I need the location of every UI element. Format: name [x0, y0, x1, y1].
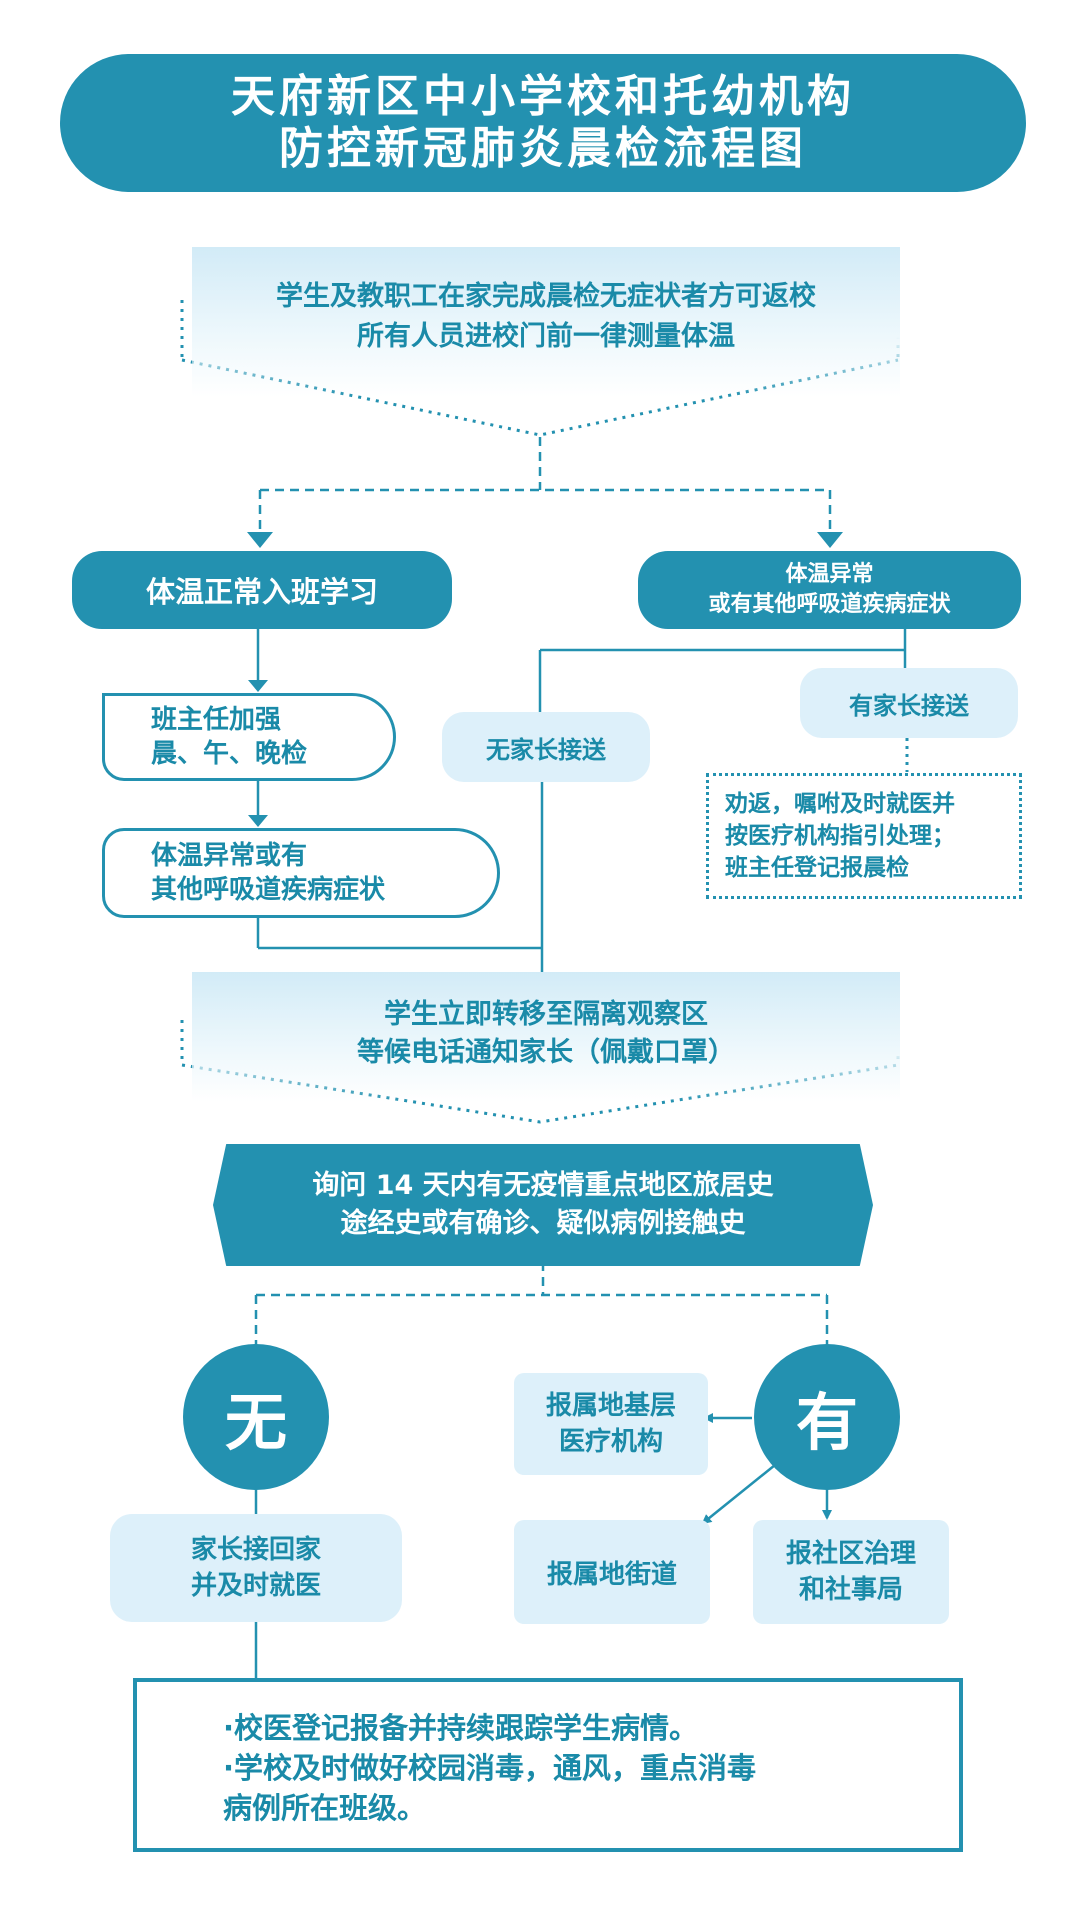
abnormal-line2: 或有其他呼吸道疾病症状 [708, 592, 951, 617]
isolation-line2: 等候电话通知家长（佩戴口罩） [357, 1037, 735, 1068]
report-street-label: 报属地街道 [546, 1559, 677, 1590]
entry-check-line2: 所有人员进校门前一律测量体温 [357, 321, 735, 352]
entry-check-box: 学生及教职工在家完成晨检无症状者方可返校 所有人员进校门前一律测量体温 [192, 247, 900, 397]
title-banner: 天府新区中小学校和托幼机构 防控新冠肺炎晨检流程图 [60, 54, 1026, 192]
has-parent-node: 有家长接送 [800, 668, 1018, 738]
no-history-circle: 无 [183, 1344, 329, 1490]
inquiry-line2: 途经史或有确诊、疑似病例接触史 [340, 1208, 746, 1239]
inquiry-line1: 询问 14 天内有无疫情重点地区旅居史 [312, 1170, 774, 1201]
final-actions-box: ·校医登记报备并持续跟踪学生病情。 ·学校及时做好校园消毒，通风，重点消毒 病例… [133, 1678, 963, 1852]
report-medical-line1: 报属地基层 [545, 1391, 676, 1421]
report-community-node: 报社区治理 和社事局 [753, 1520, 949, 1624]
abnormal-line1: 体温异常 [785, 562, 874, 587]
isolation-box: 学生立即转移至隔离观察区 等候电话通知家长（佩戴口罩） [192, 972, 900, 1102]
has-parent-label: 有家长接送 [849, 691, 969, 720]
has-history-label: 有 [795, 1386, 858, 1459]
advise-return-box: 劝返，嘱咐及时就医并 按医疗机构指引处理； 班主任登记报晨检 [706, 773, 1022, 899]
has-history-circle: 有 [754, 1344, 900, 1490]
final-line3: 病例所在班级。 [223, 1791, 427, 1825]
isolation-line1: 学生立即转移至隔离观察区 [384, 999, 708, 1030]
class-abnormal-node: 体温异常或有 其他呼吸道疾病症状 [102, 828, 500, 918]
parent-pickup-line1: 家长接回家 [190, 1535, 321, 1565]
final-line1: ·校医登记报备并持续跟踪学生病情。 [223, 1711, 699, 1745]
report-street-node: 报属地街道 [514, 1520, 710, 1624]
parent-pickup-line2: 并及时就医 [190, 1571, 321, 1601]
final-line2: ·学校及时做好校园消毒，通风，重点消毒 [223, 1751, 757, 1785]
no-history-label: 无 [224, 1386, 287, 1459]
class-abnormal-line2: 其他呼吸道疾病症状 [151, 875, 386, 905]
teacher-check-node: 班主任加强 晨、午、晚检 [102, 693, 396, 781]
entry-check-line1: 学生及教职工在家完成晨检无症状者方可返校 [276, 281, 816, 312]
report-medical-line2: 医疗机构 [558, 1427, 663, 1457]
report-medical-node: 报属地基层 医疗机构 [514, 1373, 708, 1475]
report-community-line2: 和社事局 [798, 1575, 903, 1605]
normal-temperature-label: 体温正常入班学习 [145, 575, 378, 609]
advise-line3: 班主任登记报晨检 [725, 855, 909, 881]
class-abnormal-line1: 体温异常或有 [151, 841, 308, 871]
advise-line1: 劝返，嘱咐及时就医并 [725, 791, 955, 817]
teacher-check-line1: 班主任加强 [151, 705, 282, 735]
parent-pickup-node: 家长接回家 并及时就医 [110, 1514, 402, 1622]
travel-history-inquiry-node: 询问 14 天内有无疫情重点地区旅居史 途经史或有确诊、疑似病例接触史 [213, 1144, 873, 1266]
normal-temperature-node: 体温正常入班学习 [72, 551, 452, 629]
title-line2: 防控新冠肺炎晨检流程图 [279, 123, 807, 174]
no-parent-node: 无家长接送 [442, 712, 650, 782]
advise-line2: 按医疗机构指引处理； [725, 823, 955, 849]
abnormal-temperature-node: 体温异常 或有其他呼吸道疾病症状 [638, 551, 1021, 629]
title-line1: 天府新区中小学校和托幼机构 [231, 71, 855, 122]
teacher-check-line2: 晨、午、晚检 [151, 739, 308, 769]
report-community-line1: 报社区治理 [785, 1539, 916, 1569]
no-parent-label: 无家长接送 [486, 735, 606, 764]
